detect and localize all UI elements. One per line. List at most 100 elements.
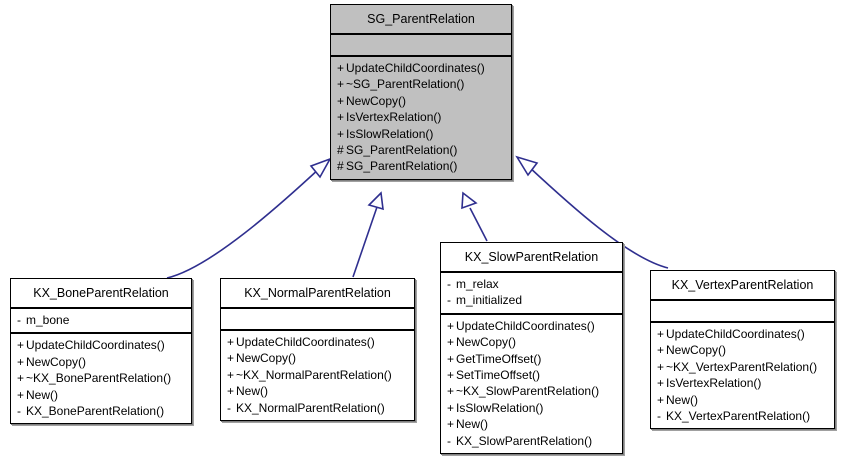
method-label: New() (236, 384, 268, 399)
method-row: +New() (227, 383, 408, 399)
arrowhead-normal (367, 191, 384, 211)
class-attributes (221, 309, 414, 331)
class-title: KX_NormalParentRelation (221, 279, 414, 309)
method-label: ~KX_SlowParentRelation() (456, 384, 600, 399)
visibility-marker: + (657, 327, 665, 341)
visibility-marker: # (337, 143, 344, 158)
visibility-marker: + (447, 335, 455, 350)
visibility-marker: + (227, 384, 235, 399)
class-node-kx-slowparentrelation[interactable]: KX_SlowParentRelation -m_relax -m_initia… (440, 242, 623, 455)
method-label: NewCopy() (346, 93, 407, 108)
class-node-sg-parentrelation[interactable]: SG_ParentRelation +UpdateChildCoordinate… (330, 4, 512, 180)
method-label: KX_NormalParentRelation() (236, 400, 385, 415)
method-row: +UpdateChildCoordinates() (17, 337, 185, 353)
class-node-kx-boneparentrelation[interactable]: KX_BoneParentRelation -m_bone +UpdateChi… (10, 278, 192, 425)
visibility-marker: + (227, 367, 235, 382)
class-attributes (331, 35, 511, 57)
attribute-label: m_relax (456, 277, 499, 291)
method-label: SetTimeOffset() (456, 368, 541, 383)
method-label: UpdateChildCoordinates() (26, 338, 165, 353)
visibility-marker: + (447, 351, 455, 366)
method-label: KX_SlowParentRelation() (456, 433, 593, 448)
method-row: +IsVertexRelation() (337, 109, 505, 125)
method-label: ~KX_BoneParentRelation() (26, 371, 172, 386)
attribute-label: m_initialized (456, 293, 523, 308)
class-name-label: KX_SlowParentRelation (464, 250, 599, 264)
class-attributes (651, 301, 834, 323)
method-row: -KX_NormalParentRelation() (227, 400, 408, 416)
method-label: UpdateChildCoordinates() (456, 318, 595, 333)
class-title: KX_BoneParentRelation (11, 279, 191, 309)
class-node-kx-vertexparentrelation[interactable]: KX_VertexParentRelation +UpdateChildCoor… (650, 270, 835, 430)
class-attributes: -m_relax -m_initialized (441, 273, 622, 315)
method-row: #SG_ParentRelation() (337, 158, 505, 174)
class-name-label: KX_VertexParentRelation (671, 278, 814, 292)
visibility-marker: + (447, 368, 455, 383)
visibility-marker: - (17, 313, 21, 327)
method-row: -KX_SlowParentRelation() (447, 433, 616, 449)
visibility-marker: # (337, 159, 344, 174)
method-label: KX_VertexParentRelation() (666, 409, 811, 424)
edge-normal-to-root (352, 206, 378, 278)
visibility-marker: + (17, 354, 25, 369)
method-label: SG_ParentRelation() (346, 143, 458, 158)
visibility-marker: + (657, 376, 665, 391)
visibility-marker: + (337, 110, 345, 125)
class-attributes: -m_bone (11, 309, 191, 335)
method-label: NewCopy() (236, 351, 297, 366)
method-row: +UpdateChildCoordinates() (447, 318, 616, 334)
method-row: +GetTimeOffset() (447, 351, 616, 367)
method-row: +UpdateChildCoordinates() (337, 60, 505, 76)
visibility-marker: - (227, 400, 231, 415)
visibility-marker: - (447, 277, 451, 291)
method-label: ~KX_VertexParentRelation() (666, 359, 818, 374)
visibility-marker: - (657, 409, 661, 424)
class-title: KX_VertexParentRelation (651, 271, 834, 301)
arrowhead-bone (309, 157, 332, 179)
visibility-marker: + (447, 318, 455, 333)
visibility-marker: + (17, 371, 25, 386)
visibility-marker: - (17, 404, 21, 419)
visibility-marker: + (337, 126, 345, 141)
method-label: SG_ParentRelation() (346, 159, 458, 174)
method-row: +IsSlowRelation() (447, 400, 616, 416)
visibility-marker: + (337, 93, 345, 108)
attribute-row: -m_bone (17, 312, 185, 328)
method-row: +~KX_VertexParentRelation() (657, 359, 828, 375)
visibility-marker: + (227, 335, 235, 349)
method-row: +New() (17, 387, 185, 403)
method-label: ~KX_NormalParentRelation() (236, 367, 392, 382)
visibility-marker: + (17, 338, 25, 353)
method-label: KX_BoneParentRelation() (26, 404, 165, 419)
method-label: GetTimeOffset() (456, 351, 542, 366)
visibility-marker: + (17, 387, 25, 402)
method-label: New() (26, 387, 58, 402)
visibility-marker: + (447, 417, 455, 432)
method-row: +UpdateChildCoordinates() (227, 334, 408, 350)
class-methods: +UpdateChildCoordinates() +~SG_ParentRel… (331, 57, 511, 179)
class-name-label: SG_ParentRelation (367, 12, 475, 26)
class-title: SG_ParentRelation (331, 5, 511, 35)
method-row: -KX_BoneParentRelation() (17, 403, 185, 419)
method-label: IsVertexRelation() (666, 376, 762, 391)
method-row: +NewCopy() (227, 350, 408, 366)
class-methods: +UpdateChildCoordinates() +NewCopy() +~K… (11, 334, 191, 423)
method-row: +New() (447, 416, 616, 432)
method-label: IsSlowRelation() (346, 126, 434, 141)
visibility-marker: + (227, 351, 235, 366)
method-label: IsSlowRelation() (456, 400, 544, 415)
visibility-marker: - (447, 433, 451, 448)
method-label: NewCopy() (456, 335, 517, 350)
class-name-label: KX_BoneParentRelation (33, 286, 169, 300)
method-row: +~KX_NormalParentRelation() (227, 367, 408, 383)
visibility-marker: + (337, 77, 345, 92)
class-node-kx-normalparentrelation[interactable]: KX_NormalParentRelation +UpdateChildCoor… (220, 278, 415, 422)
class-methods: +UpdateChildCoordinates() +NewCopy() +~K… (221, 331, 414, 420)
class-name-label: KX_NormalParentRelation (244, 286, 391, 300)
method-label: NewCopy() (666, 343, 727, 358)
arrowhead-vertex (515, 155, 539, 177)
method-row: +NewCopy() (447, 334, 616, 350)
method-row: +NewCopy() (657, 342, 828, 358)
visibility-marker: + (657, 392, 665, 407)
